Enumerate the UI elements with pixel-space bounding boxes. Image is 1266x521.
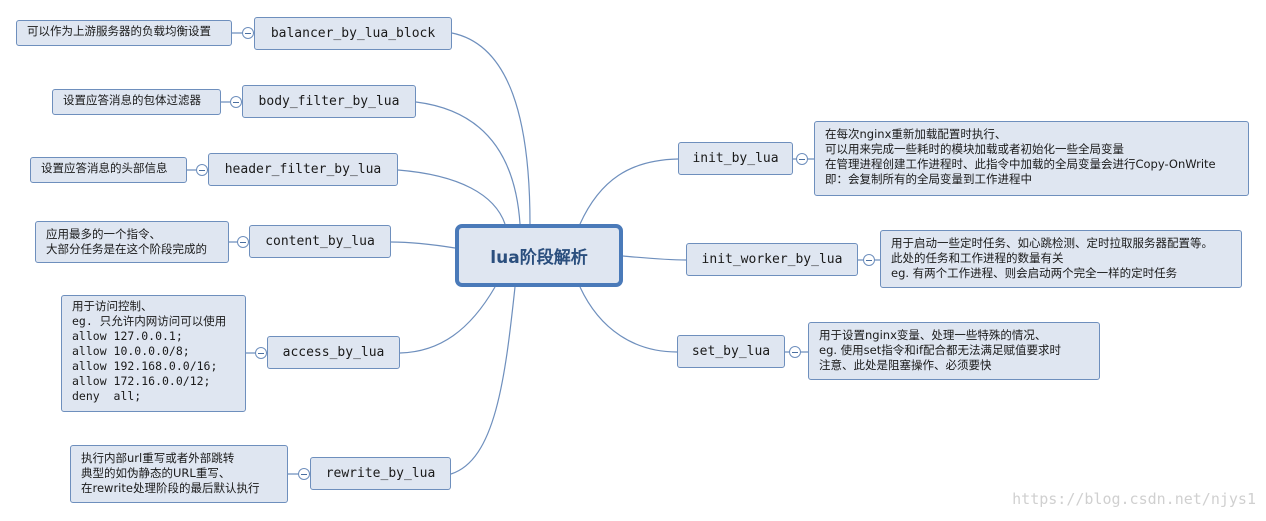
- note-access: 用于访问控制、 eg. 只允许内网访问可以使用 allow 127.0.0.1;…: [61, 295, 246, 412]
- topic-access[interactable]: access_by_lua: [267, 336, 400, 369]
- topic-init[interactable]: init_by_lua: [678, 142, 793, 175]
- link-center-init-worker: [622, 255, 687, 261]
- note-balancer: 可以作为上游服务器的负载均衡设置: [16, 20, 232, 46]
- collapse-toggle-content[interactable]: [237, 236, 249, 248]
- collapse-toggle-init-worker[interactable]: [863, 254, 875, 266]
- collapse-toggle-access[interactable]: [255, 347, 267, 359]
- link-center-header-filter: [397, 169, 506, 225]
- collapse-toggle-set[interactable]: [789, 346, 801, 358]
- link-center-content: [390, 241, 456, 249]
- note-content: 应用最多的一个指令、 大部分任务是在这个阶段完成的: [35, 221, 229, 263]
- link-center-rewrite: [450, 286, 516, 475]
- link-center-balancer: [451, 32, 531, 225]
- link-center-set: [579, 286, 678, 353]
- note-rewrite: 执行内部url重写或者外部跳转 典型的如伪静态的URL重写、 在rewrite处…: [70, 445, 288, 503]
- note-init-worker: 用于启动一些定时任务、如心跳检测、定时拉取服务器配置等。 此处的任务和工作进程的…: [880, 230, 1242, 288]
- note-init: 在每次nginx重新加载配置时执行、 可以用来完成一些耗时的模块加载或者初始化一…: [814, 121, 1249, 196]
- collapse-toggle-rewrite[interactable]: [298, 468, 310, 480]
- link-center-init: [579, 158, 679, 225]
- topic-content[interactable]: content_by_lua: [249, 225, 391, 258]
- note-body-filter: 设置应答消息的包体过滤器: [52, 89, 221, 115]
- topic-header-filter[interactable]: header_filter_by_lua: [208, 153, 398, 186]
- central-topic[interactable]: lua阶段解析: [455, 224, 623, 287]
- collapse-toggle-balancer[interactable]: [242, 27, 254, 39]
- collapse-toggle-init[interactable]: [796, 153, 808, 165]
- link-center-access: [399, 286, 496, 354]
- topic-body-filter[interactable]: body_filter_by_lua: [242, 85, 416, 118]
- topic-balancer[interactable]: balancer_by_lua_block: [254, 17, 452, 50]
- collapse-toggle-body-filter[interactable]: [230, 96, 242, 108]
- topic-set[interactable]: set_by_lua: [677, 335, 785, 368]
- note-header-filter: 设置应答消息的头部信息: [30, 157, 187, 183]
- watermark: https://blog.csdn.net/njys1: [1012, 490, 1256, 508]
- link-center-body-filter: [415, 101, 521, 225]
- topic-rewrite[interactable]: rewrite_by_lua: [310, 457, 451, 490]
- note-set: 用于设置nginx变量、处理一些特殊的情况、 eg. 使用set指令和if配合都…: [808, 322, 1100, 380]
- topic-init-worker[interactable]: init_worker_by_lua: [686, 243, 858, 276]
- collapse-toggle-header-filter[interactable]: [196, 164, 208, 176]
